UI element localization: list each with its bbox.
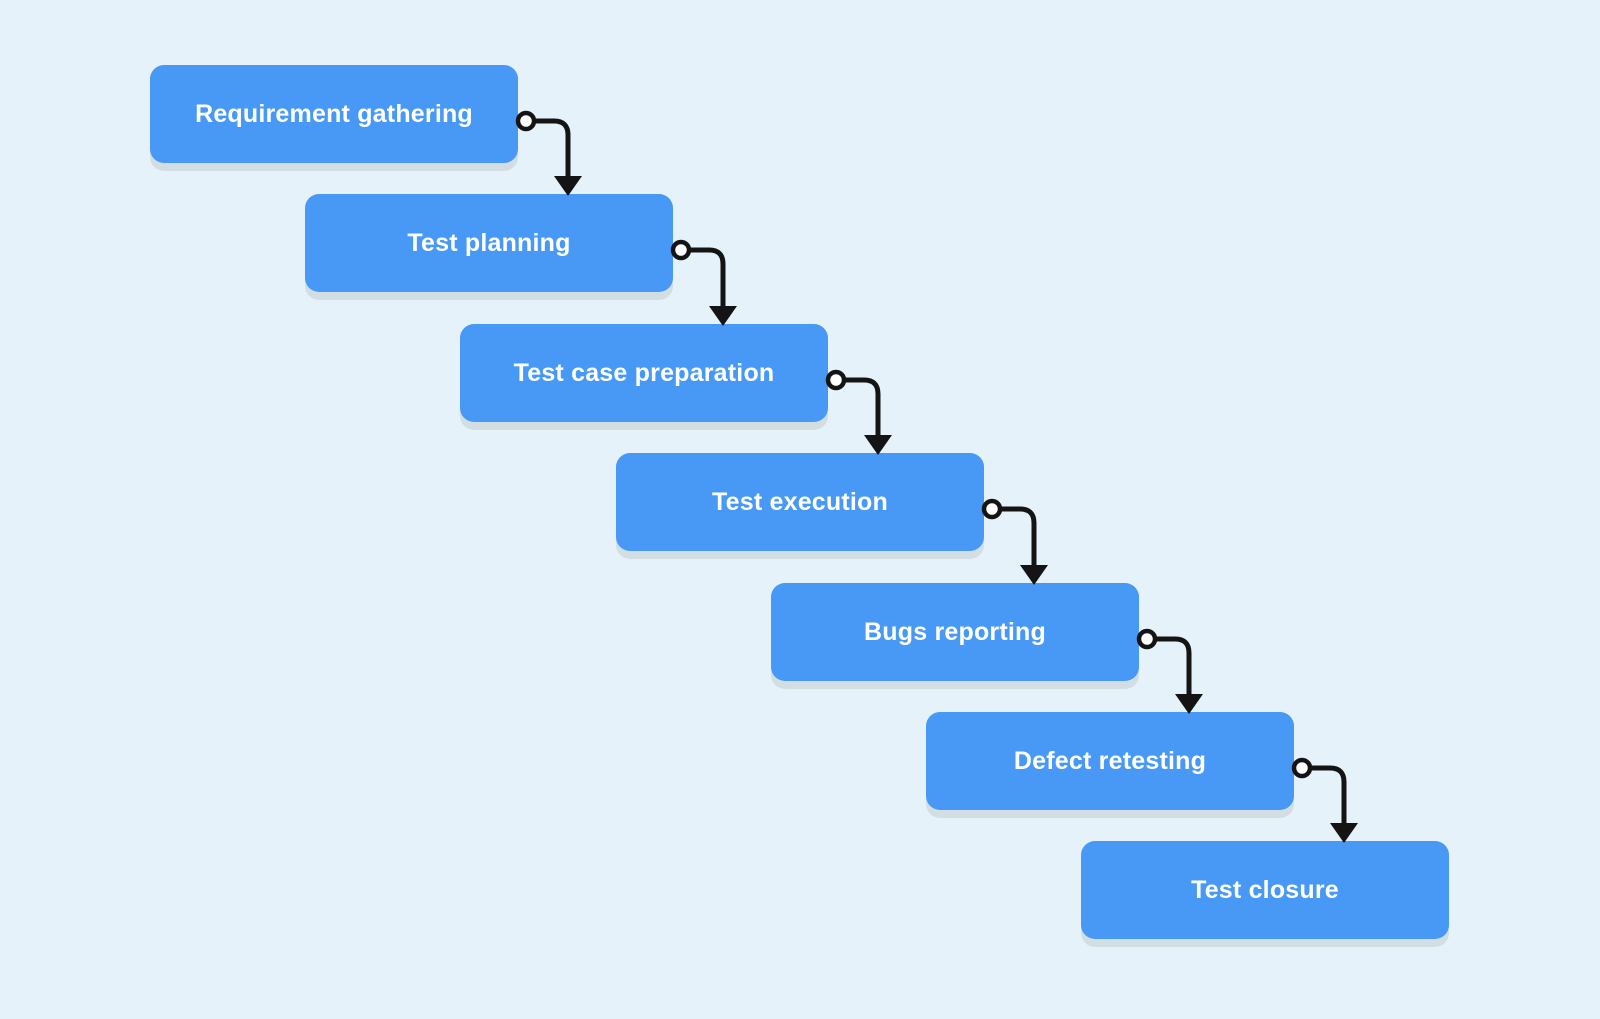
flow-node-test-closure: Test closure <box>1081 841 1449 939</box>
flow-node-test-case-preparation: Test case preparation <box>460 324 828 422</box>
arrowhead-icon <box>1330 823 1358 843</box>
connector-line <box>844 377 881 437</box>
connector-test-case-preparation-to-test-execution <box>825 369 892 455</box>
connector-line <box>534 118 571 178</box>
flow-node-test-planning: Test planning <box>305 194 673 292</box>
connector-test-execution-to-bugs-reporting <box>981 498 1048 585</box>
flow-node-label: Defect retesting <box>1013 746 1207 775</box>
flow-node-requirement-gathering: Requirement gathering <box>150 65 518 163</box>
flow-node-label: Test case preparation <box>513 358 775 387</box>
connector-start-dot-icon <box>515 110 537 132</box>
connector-line <box>1155 636 1192 696</box>
flow-node-label: Bugs reporting <box>864 617 1046 646</box>
connector-requirement-gathering-to-test-planning <box>515 110 582 196</box>
connector-start-dot-icon <box>825 369 847 391</box>
connector-line <box>1310 765 1347 825</box>
connector-start-dot-icon <box>1291 757 1313 779</box>
flow-node-label: Test closure <box>1191 875 1339 904</box>
connector-start-dot-icon <box>670 239 692 261</box>
arrowhead-icon <box>554 176 582 196</box>
connector-line <box>689 247 726 308</box>
flow-node-label: Test planning <box>407 228 571 257</box>
flow-node-test-execution: Test execution <box>616 453 984 551</box>
arrowhead-icon <box>864 435 892 455</box>
flow-node-defect-retesting: Defect retesting <box>926 712 1294 810</box>
arrowhead-icon <box>1020 565 1048 585</box>
connector-test-planning-to-test-case-preparation <box>670 239 737 326</box>
connector-bugs-reporting-to-defect-retesting <box>1136 628 1203 714</box>
arrowhead-icon <box>1175 694 1203 714</box>
connector-start-dot-icon <box>981 498 1003 520</box>
arrowhead-icon <box>709 306 737 326</box>
connector-start-dot-icon <box>1136 628 1158 650</box>
connector-line <box>1000 506 1037 567</box>
flow-node-label: Requirement gathering <box>195 99 473 128</box>
connector-defect-retesting-to-test-closure <box>1291 757 1358 843</box>
flow-node-bugs-reporting: Bugs reporting <box>771 583 1139 681</box>
flow-node-label: Test execution <box>712 487 888 516</box>
